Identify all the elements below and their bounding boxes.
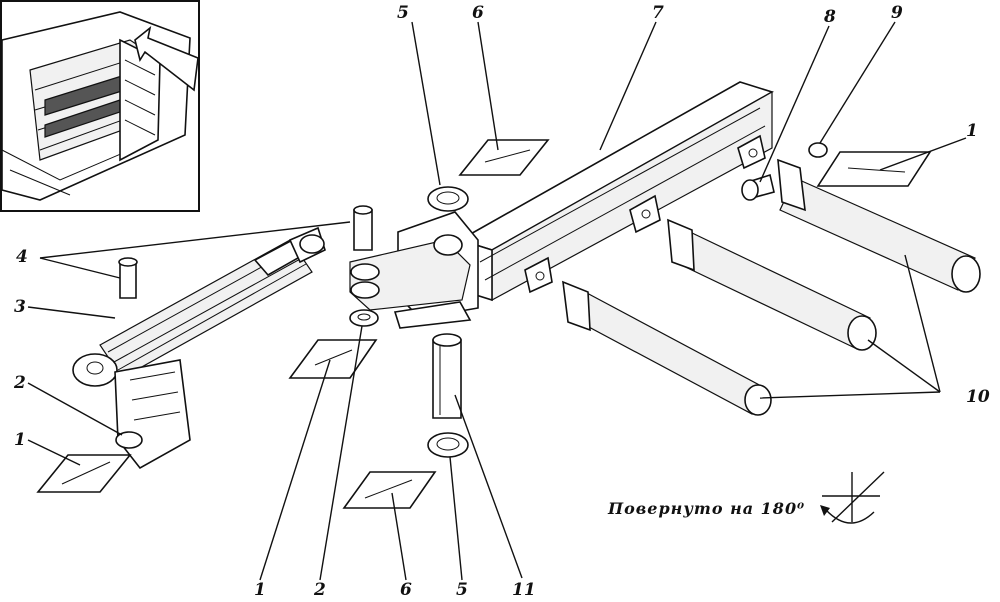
callout-1-top-right: 1 bbox=[966, 121, 978, 141]
inset-location-view bbox=[0, 0, 200, 212]
callout-5-bottom: 5 bbox=[456, 580, 468, 600]
pipe-10-right bbox=[777, 158, 981, 293]
callout-2-left: 2 bbox=[13, 373, 26, 393]
callout-9: 9 bbox=[891, 3, 903, 23]
callout-6-bottom: 6 bbox=[400, 580, 412, 600]
cotter-pin-6-bottom bbox=[342, 471, 437, 509]
cotter-pin-6-top bbox=[458, 139, 550, 176]
callout-10: 10 bbox=[966, 387, 990, 407]
washer-2-left bbox=[115, 431, 143, 449]
callout-2-bottom: 2 bbox=[313, 580, 326, 600]
callout-8: 8 bbox=[823, 7, 836, 27]
washer-9 bbox=[808, 142, 828, 158]
callout-3: 3 bbox=[14, 297, 26, 317]
bolt-8 bbox=[741, 173, 775, 201]
callout-1-left: 1 bbox=[14, 430, 26, 450]
rotation-note: Повернуто на 180⁰ bbox=[607, 499, 805, 518]
pipe-10-lower bbox=[562, 280, 772, 416]
callout-5-top: 5 bbox=[397, 3, 409, 23]
cotter-pin-1-center bbox=[288, 339, 378, 379]
callout-4: 4 bbox=[16, 247, 28, 267]
washer-2-center bbox=[349, 309, 379, 327]
pin-4-lower bbox=[118, 257, 138, 299]
cotter-pin-1-top-right bbox=[816, 151, 932, 187]
left-mounting-bracket bbox=[114, 359, 191, 470]
leader-lines bbox=[27, 21, 967, 581]
washer-5-bottom bbox=[427, 432, 469, 458]
callout-6-top: 6 bbox=[472, 3, 484, 23]
rotation-axes-icon bbox=[820, 471, 885, 524]
callout-7: 7 bbox=[652, 3, 664, 23]
central-clevis-bracket bbox=[349, 211, 479, 329]
callout-1-bottom: 1 bbox=[254, 580, 266, 600]
hydraulic-cylinder-3 bbox=[72, 226, 326, 387]
main-beam-tube bbox=[457, 81, 775, 302]
cotter-pin-1-left bbox=[36, 454, 132, 493]
pin-4-upper bbox=[353, 205, 373, 251]
washer-5-top bbox=[427, 186, 469, 212]
pin-11 bbox=[432, 333, 462, 419]
callout-11: 11 bbox=[512, 580, 536, 600]
